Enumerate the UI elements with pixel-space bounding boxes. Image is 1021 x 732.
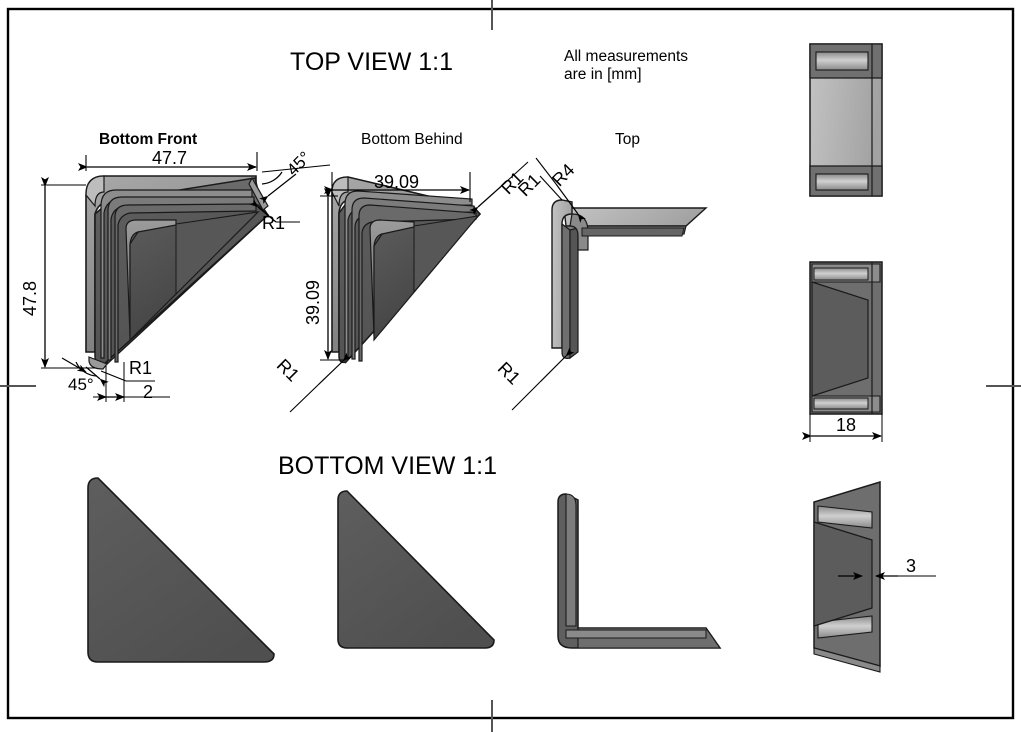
dim-angle-45-bottom: 45°: [68, 375, 94, 394]
view-side-a: [809, 43, 883, 197]
view-bottom-1: [87, 477, 275, 663]
dim-width-18: 18: [836, 415, 857, 435]
dim-width-47-7: 47.7: [152, 148, 188, 168]
page-title-top: TOP VIEW 1:1: [290, 48, 454, 76]
view-side-b: [802, 261, 883, 442]
view-label-top: Top: [615, 131, 640, 148]
dim-thickness-3: 3: [906, 556, 917, 576]
view-bottom-2: [337, 490, 495, 649]
view-top-profile: [511, 157, 708, 411]
dim-width-39-09: 39.09: [374, 172, 420, 192]
dim-height-47-8: 47.8: [20, 280, 40, 316]
dim-radius-r1-top: R1: [262, 213, 286, 233]
view-label-bottom-front: Bottom Front: [99, 131, 198, 148]
units-note: All measurements are in [mm]: [564, 48, 689, 84]
view-bottom-behind: [289, 161, 529, 413]
dim-thickness-2: 2: [143, 382, 154, 402]
page-title-bottom: BOTTOM VIEW 1:1: [278, 452, 498, 480]
dim-radius-r1-bottom: R1: [129, 358, 153, 378]
dim-height-39-09: 39.09: [303, 279, 323, 325]
view-label-bottom-behind: Bottom Behind: [361, 131, 463, 148]
view-bottom-3: [557, 493, 722, 649]
view-side-c: [813, 480, 936, 673]
view-bottom-front: [41, 152, 331, 402]
